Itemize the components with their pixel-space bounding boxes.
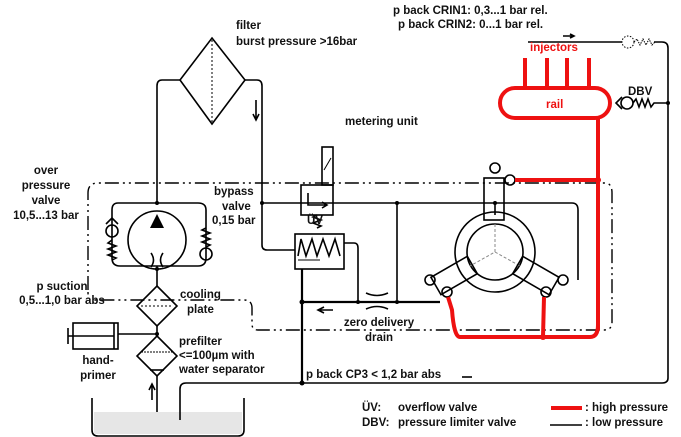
svg-text:drain: drain (365, 332, 393, 344)
svg-text:: low pressure: : low pressure (585, 417, 663, 429)
over-pressure-valve-icon (105, 216, 119, 261)
svg-text:valve: valve (222, 201, 251, 213)
svg-text:water separator: water separator (178, 364, 265, 376)
injectors-label: injectors (530, 42, 578, 54)
hand-primer-label: hand- primer (80, 355, 116, 382)
metering-unit-symbol (300, 146, 334, 229)
crin-return-valve (179, 33, 669, 420)
svg-text:0,5...1,0 bar abs: 0,5...1,0 bar abs (19, 295, 105, 307)
filter-symbol (156, 36, 295, 251)
svg-text:cooling: cooling (180, 289, 221, 301)
cooling-plate-symbol (135, 284, 179, 328)
legend: ÜV: overflow valve DBV: pressure limiter… (362, 401, 668, 429)
dbv-valve-symbol (614, 96, 670, 110)
overflow-valve-symbol (294, 233, 359, 301)
svg-text:prefilter: prefilter (179, 336, 222, 348)
svg-text:zero delivery: zero delivery (344, 317, 415, 329)
hand-primer-symbol (67, 322, 157, 350)
high-pressure-pump (424, 162, 569, 298)
p-back-crin2-label: p back CRIN2: 0...1 bar rel. (398, 19, 543, 31)
bypass-valve-label: bypass valve 0,15 bar (212, 186, 256, 227)
svg-text:pressure limiter valve: pressure limiter valve (398, 417, 516, 429)
svg-text:plate: plate (187, 304, 214, 316)
svg-text:primer: primer (80, 370, 116, 382)
zero-delivery-drain-label: zero delivery drain (344, 317, 415, 344)
metering-unit-label: metering unit (345, 116, 418, 128)
svg-text:DBV:: DBV: (362, 417, 389, 429)
p-back-crin1-label: p back CRIN1: 0,3...1 bar rel. (393, 5, 548, 17)
svg-text:valve: valve (32, 195, 61, 207)
svg-text:: high pressure: : high pressure (585, 402, 668, 414)
svg-text:bypass: bypass (214, 186, 254, 198)
filter-label: filter (236, 20, 261, 32)
svg-text:hand-: hand- (82, 355, 113, 367)
high-pressure-lines (446, 118, 601, 340)
supply-pump (105, 201, 213, 286)
svg-text:10,5...13 bar: 10,5...13 bar (13, 210, 79, 222)
svg-text:ÜV:: ÜV: (362, 401, 381, 414)
prefilter-label: prefilter <=100µm with water separator (178, 336, 265, 376)
svg-text:over: over (34, 165, 59, 177)
over-pressure-valve-label: over pressure valve 10,5...13 bar (13, 165, 79, 222)
pump-housing-boundary (87, 182, 613, 331)
rail-label: rail (546, 99, 563, 111)
prefilter-symbol (135, 334, 179, 420)
svg-text:pressure: pressure (22, 180, 71, 192)
dbv-label: DBV (628, 86, 653, 98)
flow-arrow-left (316, 306, 333, 314)
cooling-plate-label: cooling plate (180, 289, 221, 316)
p-suction-label: p suction 0,5...1,0 bar abs (19, 281, 105, 307)
filter-burst-label: burst pressure >16bar (236, 36, 358, 48)
fuel-tank (91, 398, 245, 437)
svg-text:p suction: p suction (36, 281, 87, 293)
svg-text:<=100µm with: <=100µm with (179, 350, 255, 362)
svg-text:0,15 bar: 0,15 bar (212, 215, 256, 227)
flow-arrow-down (252, 100, 260, 122)
uv-label: ÜV (307, 214, 323, 227)
p-back-cp3-label: p back CP3 < 1,2 bar abs (306, 369, 441, 381)
svg-text:overflow valve: overflow valve (398, 402, 477, 414)
bypass-valve-icon (199, 227, 213, 261)
rail-symbol (498, 58, 612, 120)
